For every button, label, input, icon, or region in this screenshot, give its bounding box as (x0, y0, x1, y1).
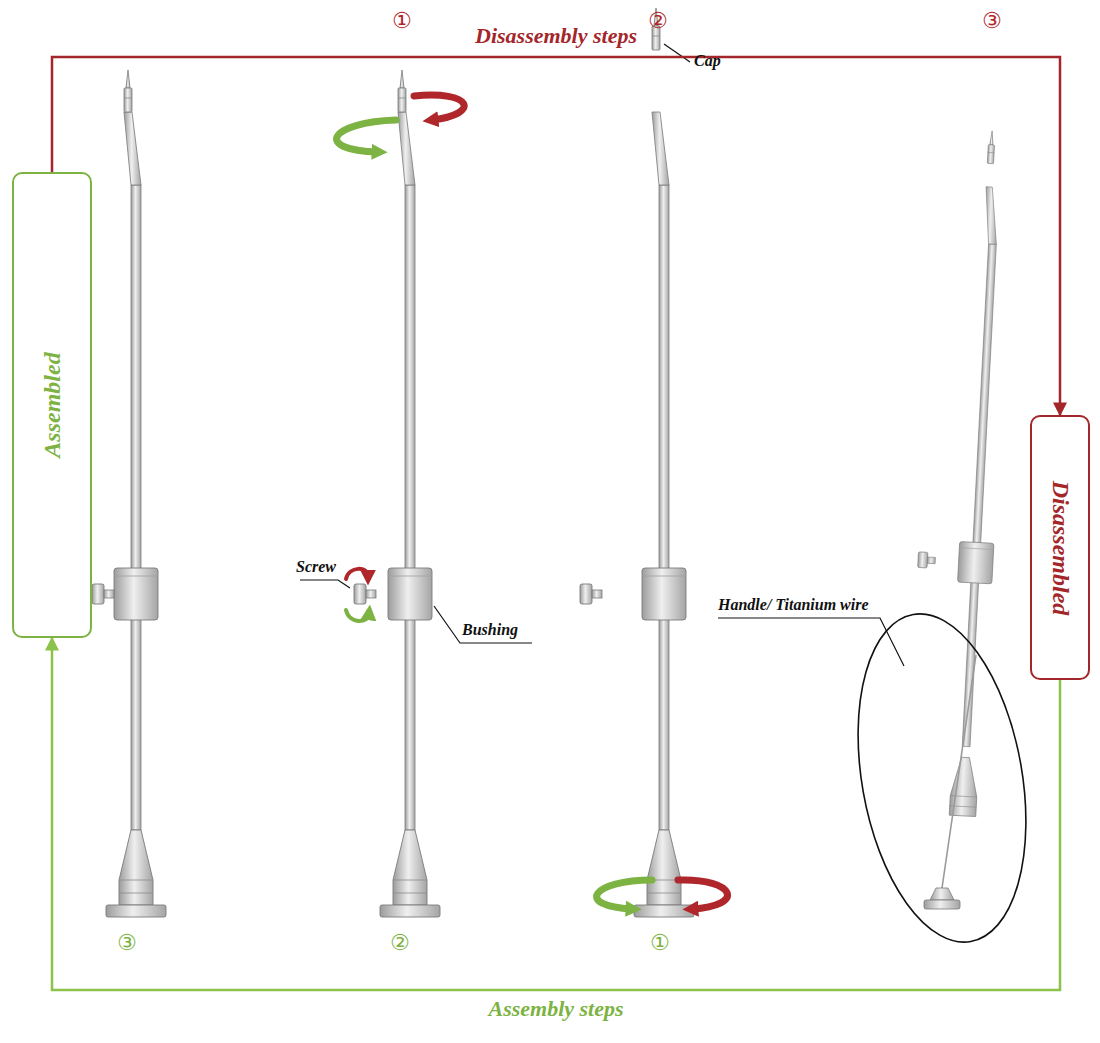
handle-cone (119, 830, 153, 905)
rotation-arrow (678, 880, 727, 909)
tube (405, 185, 415, 830)
screw (354, 584, 376, 604)
handle-cone (393, 830, 427, 905)
leader-line (664, 44, 690, 62)
bushing (642, 568, 686, 620)
leader-line (300, 580, 350, 588)
disassembled-instrument (905, 128, 1016, 817)
callout-number: ③ (117, 930, 137, 955)
rotation-arrow (414, 95, 464, 120)
cap (987, 131, 995, 164)
highlight-ellipse (834, 601, 1049, 956)
callout-number: ① (650, 930, 670, 955)
leader-line (434, 606, 532, 643)
screw (918, 552, 936, 568)
tube (659, 185, 669, 830)
handle-flange (380, 905, 440, 917)
rotation-arrow (337, 120, 396, 152)
tube (962, 244, 996, 747)
callout-number: ② (390, 930, 410, 955)
titanium-wire (942, 655, 976, 888)
assembled-instrument (92, 70, 166, 917)
cap (398, 70, 406, 112)
bent-tube (652, 112, 669, 185)
bent-tube (124, 112, 141, 185)
state-label: Assembled (39, 352, 66, 457)
leader-line (718, 618, 904, 666)
step-two-instrument (354, 70, 440, 917)
flow-label: Assembly steps (488, 996, 623, 1022)
leader-lines (300, 44, 904, 666)
callout-number: ③ (982, 8, 1002, 33)
state-label: Disassembled (1047, 480, 1074, 615)
part-label: Bushing (462, 621, 518, 639)
handle (930, 888, 954, 900)
bushing (114, 568, 158, 620)
handle-flange (924, 900, 960, 909)
cap (124, 70, 132, 112)
rotation-arrows (337, 95, 728, 909)
handle-titanium-wire (834, 601, 1049, 956)
flow-connector (52, 57, 1060, 415)
handle-cone (647, 830, 681, 905)
state-box: Disassembled (1030, 415, 1090, 680)
flow-label: Disassembly steps (475, 23, 637, 49)
callout-number: ② (648, 8, 668, 33)
tube (131, 185, 141, 830)
handle-flange (634, 905, 694, 917)
bent-tube (398, 112, 415, 185)
bushing (388, 568, 432, 620)
rotation-arrow (346, 569, 368, 579)
part-label: Handle/ Titanium wire (718, 596, 869, 614)
callout-number: ① (392, 8, 412, 33)
step-three-instrument (580, 8, 694, 917)
screw (92, 584, 114, 604)
part-label: Cap (694, 52, 721, 70)
part-label: Screw (296, 558, 336, 576)
state-box: Assembled (12, 172, 92, 638)
bushing (958, 542, 994, 584)
screw (580, 584, 602, 604)
rotation-arrow (597, 880, 652, 909)
handle-flange (106, 905, 166, 917)
flow-connector (52, 638, 1060, 990)
rotation-arrow (346, 610, 369, 621)
bent-tube (983, 187, 999, 245)
